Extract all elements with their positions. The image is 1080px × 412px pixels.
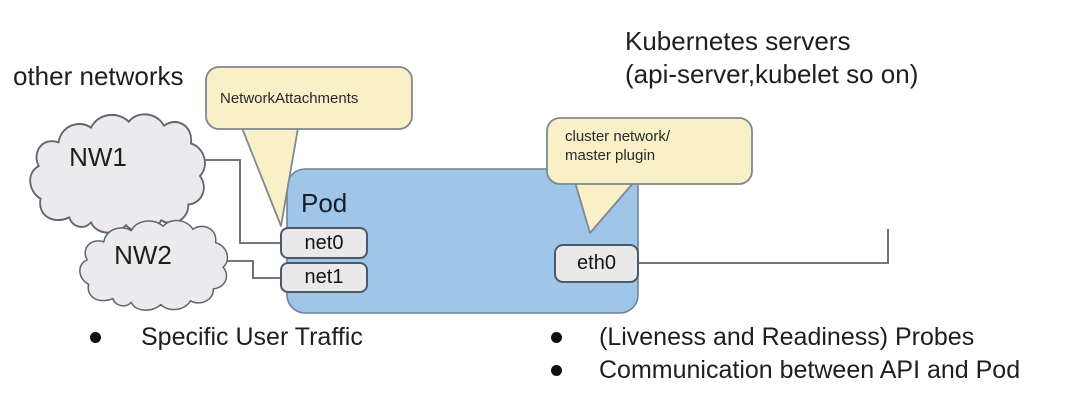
cluster-network-callout-text: cluster network/ master plugin <box>565 127 670 165</box>
bullet-text: Communication between API and Pod <box>599 356 1021 384</box>
bullet-dot-icon <box>551 365 562 376</box>
net0-box <box>280 227 368 259</box>
bullet-dot-icon <box>551 332 562 343</box>
bullet-text: Specific User Traffic <box>141 323 363 351</box>
nw2-to-net1-line <box>219 260 281 279</box>
cluster-network-line1: cluster network/ <box>565 128 671 145</box>
cluster-network-line2: master plugin <box>565 147 656 164</box>
right-bullet-list: (Liveness and Readiness) Probes Communic… <box>551 321 1020 387</box>
pod-label: Pod <box>301 188 348 218</box>
net1-box <box>280 262 368 293</box>
bullet-dot-icon <box>90 332 101 343</box>
list-item: Specific User Traffic <box>90 321 363 354</box>
cluster-network-callout-bubble <box>546 117 753 185</box>
network-attachments-callout-bubble <box>205 66 413 130</box>
kubernetes-servers-line2: (api-server,kubelet so on) <box>625 59 919 89</box>
eth0-to-servers-line <box>638 229 889 264</box>
nw1-cloud <box>29 113 206 234</box>
other-networks-label: other networks <box>13 61 184 91</box>
net1-label: net1 <box>304 266 344 288</box>
eth0-box <box>554 244 639 283</box>
bullet-text: (Liveness and Readiness) Probes <box>599 323 975 351</box>
nw1-to-net0-line <box>198 159 281 244</box>
left-bullet-list: Specific User Traffic <box>90 321 363 354</box>
network-attachments-callout-text: NetworkAttachments <box>220 89 359 107</box>
kubernetes-servers-label: Kubernetes servers (api-server,kubelet s… <box>625 25 918 91</box>
eth0-label: eth0 <box>577 252 616 274</box>
net0-label: net0 <box>304 232 344 254</box>
list-item: Communication between API and Pod <box>551 354 1020 387</box>
nw1-label: NW1 <box>69 142 127 172</box>
kubernetes-servers-line1: Kubernetes servers <box>625 26 851 56</box>
nw2-label: NW2 <box>114 240 172 270</box>
list-item: (Liveness and Readiness) Probes <box>551 321 1020 354</box>
